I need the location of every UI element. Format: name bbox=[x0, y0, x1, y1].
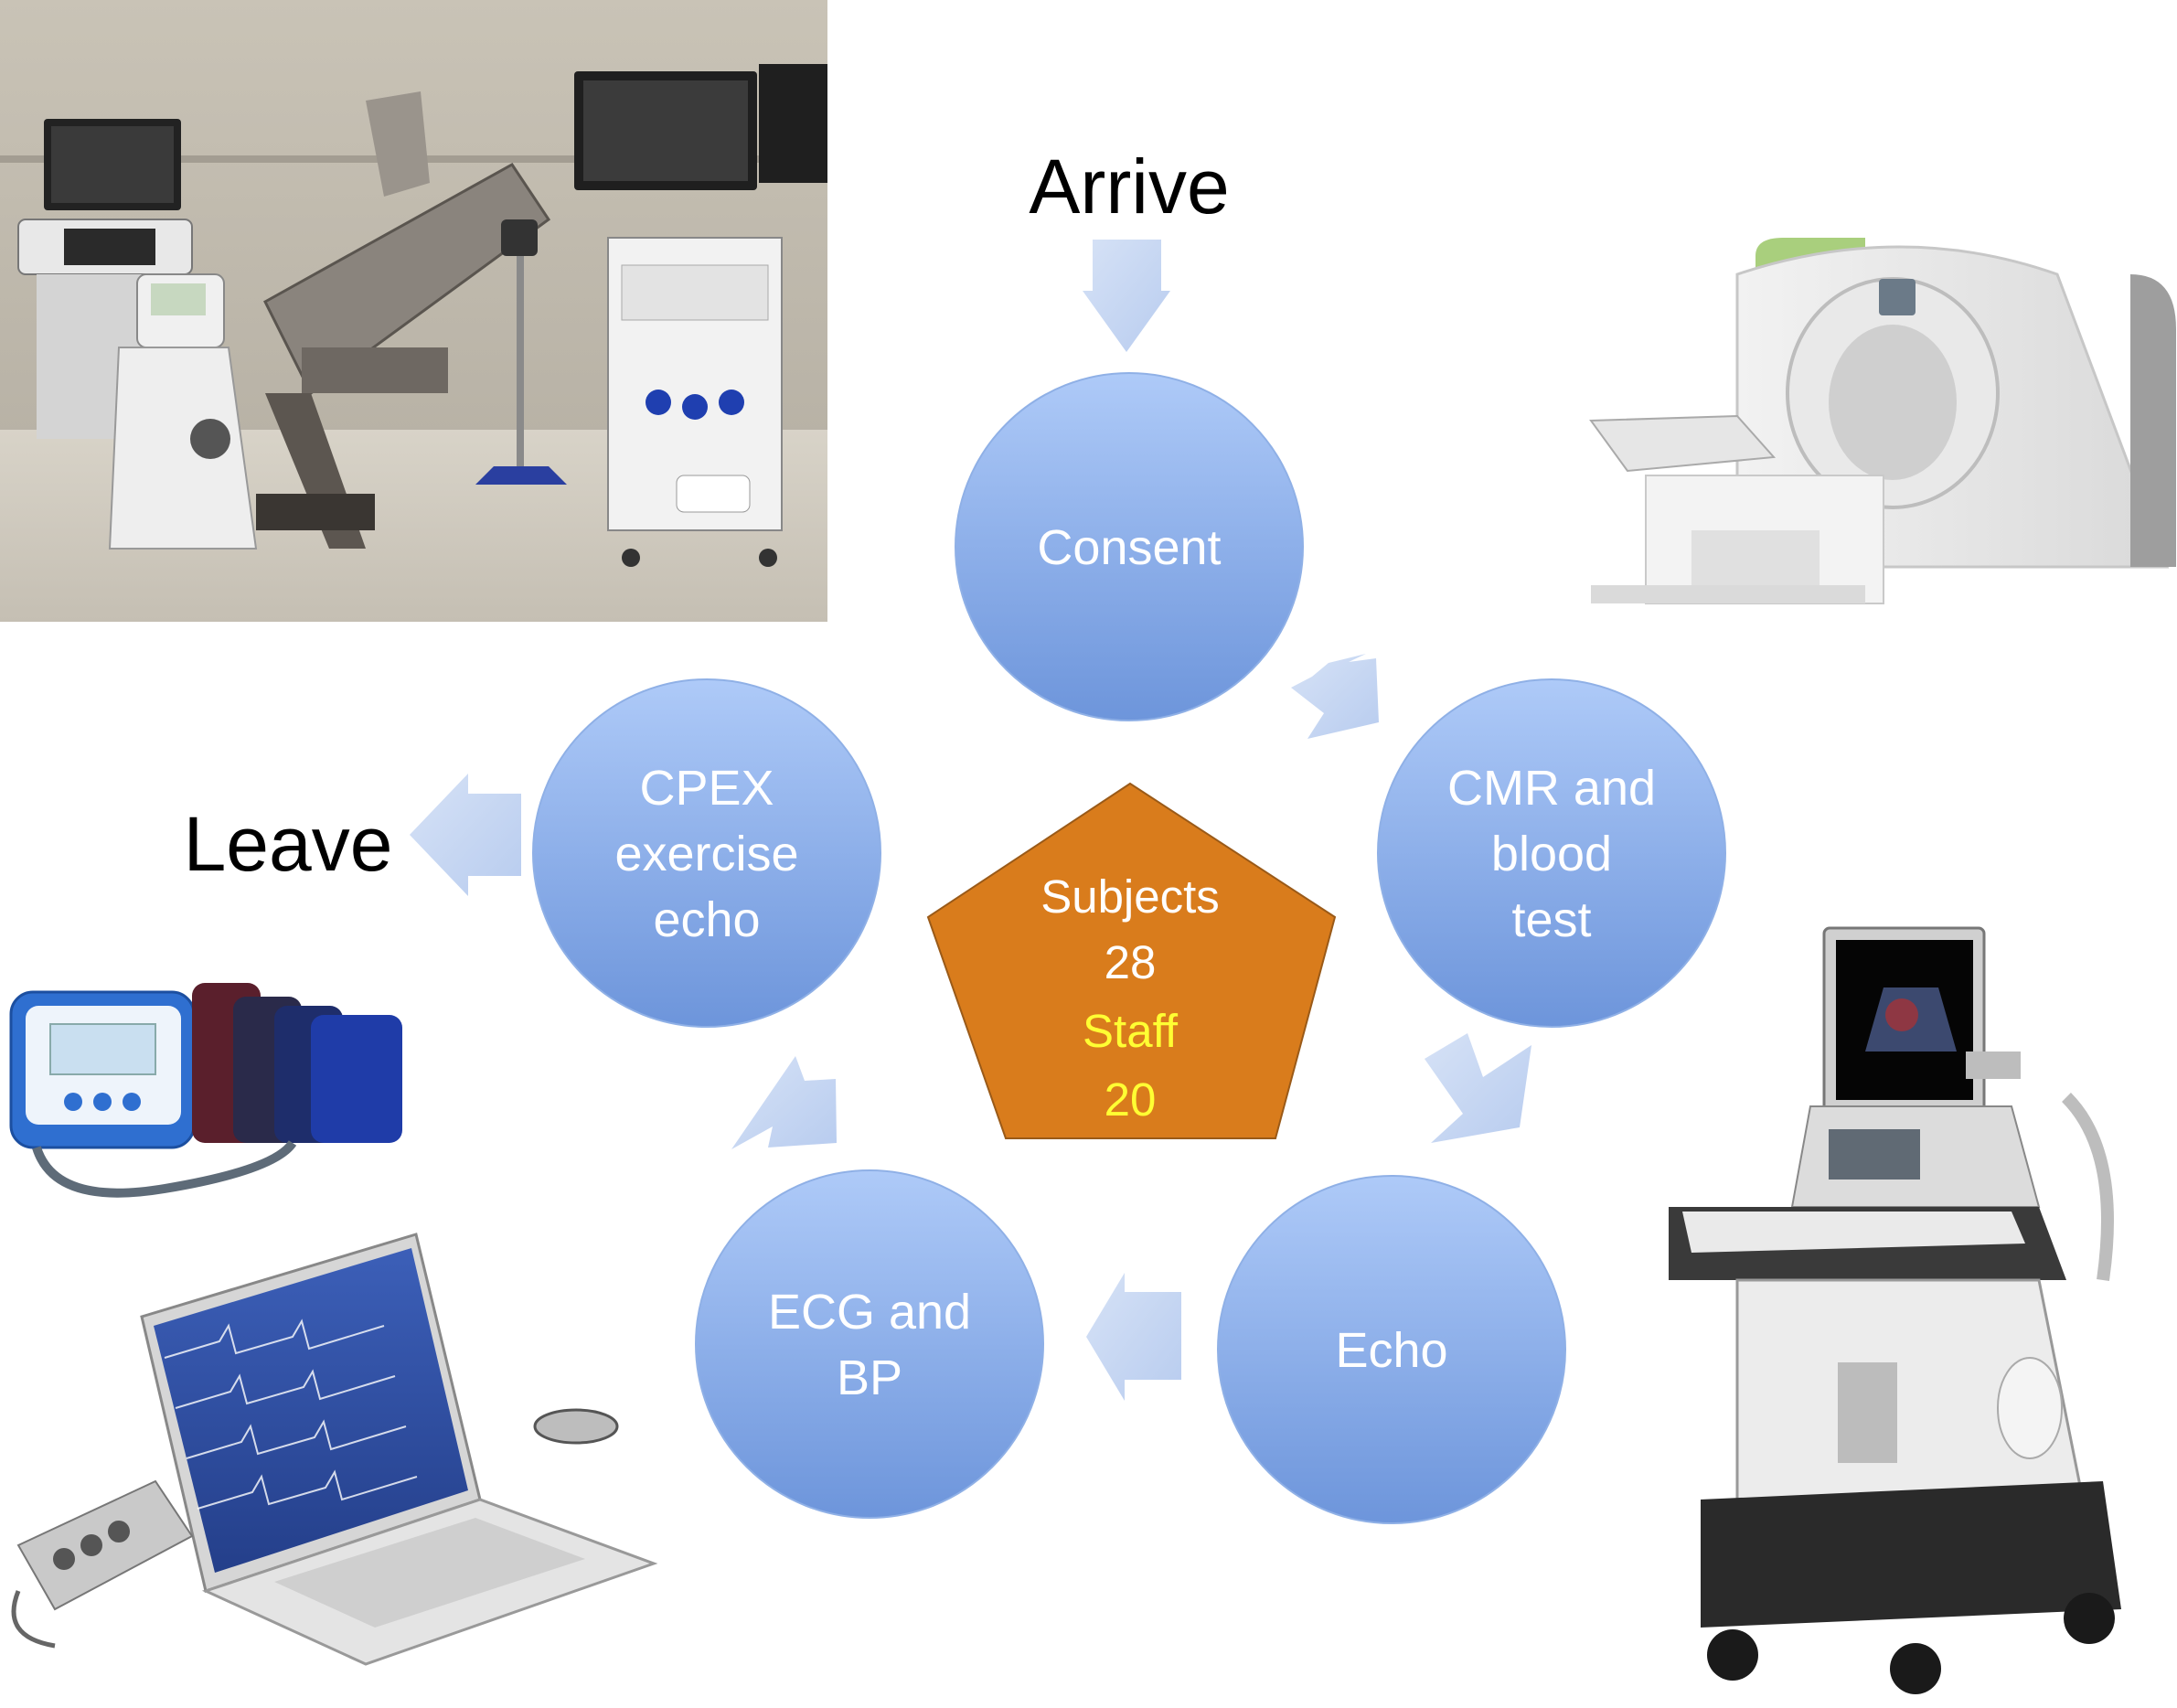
step-label: Consent bbox=[1037, 520, 1221, 575]
subjects-value: 28 bbox=[1105, 936, 1157, 988]
step-echo: Echo bbox=[1218, 1176, 1565, 1523]
staff-value: 20 bbox=[1105, 1073, 1157, 1126]
arrow-echo-to-ecg bbox=[1086, 1273, 1181, 1401]
step-label: echo bbox=[653, 892, 760, 947]
step-cmr: CMR and blood test bbox=[1378, 679, 1725, 1027]
step-consent: Consent bbox=[955, 373, 1303, 721]
staff-label: Staff bbox=[1083, 1005, 1179, 1057]
arrive-arrow bbox=[1083, 240, 1170, 352]
step-label: ECG and bbox=[768, 1285, 971, 1340]
step-label: BP bbox=[837, 1350, 902, 1405]
arrow-ecg-to-cpex bbox=[731, 1056, 837, 1149]
step-label: test bbox=[1511, 892, 1591, 947]
leave-arrow bbox=[410, 774, 521, 896]
mri-scanner-photo bbox=[1591, 238, 2176, 603]
step-circle bbox=[696, 1170, 1043, 1518]
arrow-cmr-to-echo bbox=[1425, 1033, 1531, 1143]
ecg-laptop-photo bbox=[14, 1234, 654, 1664]
arrive-label: Arrive bbox=[1029, 144, 1229, 230]
subjects-label: Subjects bbox=[1040, 870, 1220, 923]
step-label: blood bbox=[1491, 827, 1612, 881]
exercise-lab-photo bbox=[0, 0, 827, 622]
step-label: CPEX bbox=[639, 761, 774, 816]
bp-monitor-photo bbox=[11, 983, 402, 1193]
arrow-consent-to-cmr bbox=[1291, 654, 1379, 739]
step-label: Echo bbox=[1335, 1323, 1447, 1378]
center-summary: Subjects 28 Staff 20 bbox=[928, 784, 1335, 1138]
step-label: exercise bbox=[614, 827, 798, 881]
leave-label: Leave bbox=[184, 801, 393, 887]
step-label: CMR and bbox=[1447, 761, 1656, 816]
ultrasound-machine-photo bbox=[1669, 928, 2121, 1694]
step-cpex: CPEX exercise echo bbox=[533, 679, 880, 1027]
